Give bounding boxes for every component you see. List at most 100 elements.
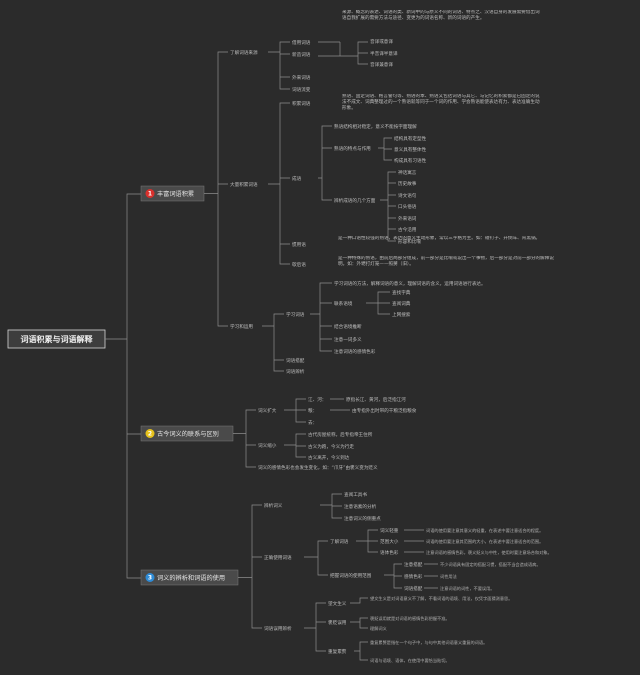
b1-use-item-1: 注意一词多义	[334, 336, 362, 343]
b1-use-item-2: 注意词语的感情色彩	[334, 348, 376, 355]
b1-method-2: 音译兼意译	[370, 61, 393, 68]
b1-accum-chengyu: 成语	[292, 175, 302, 182]
b1-accum-xiehou: 歇后语	[292, 261, 306, 268]
b2-note: 词义的感情色彩也会发生变化，如：“爪牙”由褒义变为贬义	[258, 464, 378, 471]
b1-chengyu-item-1: 意义具有整体性	[394, 146, 427, 153]
branch-3-node[interactable]: 3 词义的辨析和词语的使用	[140, 569, 239, 586]
b3-b-scope: 范围大小	[380, 538, 399, 545]
badge-1	[145, 189, 155, 198]
b1-use-study: 学习词语	[286, 311, 305, 318]
b1-src-change: 词语流变	[292, 86, 311, 93]
b3-c-note-0: 望文生义是对词语意义不了解，不看词语的语境、用法，仅凭字面猜测意思。	[370, 595, 512, 602]
b3-c-sentiment: 褒贬误用	[328, 619, 347, 626]
connector	[268, 41, 290, 90]
b1-use-group-1: 查阅词典	[392, 300, 411, 307]
b1-accum-subtitle: 熟语的特点与作用	[334, 145, 371, 152]
connector	[318, 41, 368, 65]
b3-a-note-0: 查阅工具书	[344, 491, 367, 498]
b3-a-understand: 理解词义	[370, 625, 388, 632]
branch-2-label: 古今词义的联系与区别	[157, 430, 219, 438]
b3-c-literal: 望文生义	[328, 600, 347, 607]
b1-method-1: 半音译半意译	[370, 50, 398, 57]
badge-3	[145, 573, 155, 582]
connector	[384, 563, 402, 589]
b3-b-understand: 了解词语	[330, 538, 349, 545]
b2-a-term-0: 江、河：	[308, 396, 326, 403]
b1-accum-desc1: 熟语、固定词语、格言警句等、熟语的本、熟语又包括词语与其它、与记忆的积累都是已固…	[342, 94, 540, 111]
b1-src-new: 新造词语	[292, 51, 311, 58]
b3-l2-correct-use: 正确使用词语	[264, 554, 292, 561]
b1-chengyu-src-5: 古今沿用	[398, 226, 417, 233]
b3-c-note-1: 褒贬误用就是对词语的感情色彩把握不准。	[370, 615, 450, 622]
connector	[424, 563, 438, 589]
b1-l2-accumulate: 大量积累词语	[230, 181, 258, 188]
b1-use-distinguish: 词语辨析	[286, 368, 305, 375]
b1-chengyu-item-0: 结构具有定型性	[394, 135, 427, 142]
branch-1-node[interactable]: 1 丰富词语积累	[140, 185, 205, 202]
b1-src-desc: 来源、概念的表述、词语的类、新词中的与原义不同的词语、特点之、汉语自身的发展需要…	[342, 10, 540, 21]
b3-b-range: 把握词语的使用范围	[330, 572, 372, 579]
b3-b-emotion: 感情色彩	[404, 573, 423, 580]
b3-b-collocation: 注意搭配	[404, 561, 423, 568]
b1-chengyu-src-4: 外来语词	[398, 215, 417, 222]
b2-l2-shrink: 词义缩小	[258, 442, 277, 449]
connector	[262, 313, 284, 372]
connector	[284, 398, 306, 423]
b1-accum-subdesc: 熟语结构相对稳定，意义不能按字面理解	[334, 123, 417, 130]
b2-c-def-1: 古义离开，今义到达	[308, 454, 350, 461]
b1-chengyu-src-0: 神话寓言	[398, 169, 417, 176]
b1-use-context: 联系语境	[334, 300, 353, 307]
b3-b-note-2: 注意词语的感情色彩，褒义贬义与中性，使用时要注意场合和对象。	[426, 549, 552, 556]
branch-3-label: 词义的辨析和词语的使用	[157, 574, 225, 582]
b3-b-pairing: 词语搭配	[404, 585, 423, 592]
b3-b-note-1: 词语的使用要注意其范围的大小，在表述中要注意适合的范围。	[426, 538, 543, 545]
connector	[320, 493, 342, 519]
branch-1-label: 丰富词语积累	[157, 190, 194, 198]
b3-b-note-4: 注意词语的词性，不要误用。	[440, 585, 494, 592]
badge-2	[145, 429, 155, 438]
b1-src-borrow: 借用词语	[292, 39, 311, 46]
connector	[304, 540, 328, 576]
b2-l2-expand: 词义扩大	[258, 407, 277, 414]
b2-c-def-0: 古义为跑，今义为行走	[308, 443, 354, 450]
b1-accum-collect: 积累词语	[292, 100, 311, 107]
b1-l2-source: 了解词语来源	[230, 49, 258, 56]
b2-a-term-1: 粮：	[308, 407, 317, 414]
b1-chengyu-src-2: 诗文语句	[398, 192, 417, 199]
svg-text:3: 3	[148, 575, 152, 582]
b1-accum-guanyong: 惯用语	[292, 241, 306, 248]
root-node[interactable]: 词语积累与词语解释	[7, 329, 106, 349]
connector	[105, 193, 141, 579]
b1-guanyong-desc: 是一种口语性较强的熟语，表达的意义生动形象，常以三字格为主。如：碰钉子、开倒车、…	[338, 236, 540, 241]
branch-2-node[interactable]: 2 古今词义的联系与区别	[140, 425, 234, 442]
connector	[330, 398, 350, 411]
svg-text:1: 1	[148, 191, 152, 198]
b3-l2-distinguish: 辨析词义	[264, 502, 283, 509]
b1-use-group-2: 上网搜索	[392, 311, 411, 318]
b2-c-term-1: 去：	[308, 419, 317, 426]
b3-l2-misuse: 词语误用辨析	[264, 625, 292, 632]
connector	[284, 433, 306, 458]
b1-use-group-0: 查找字典	[392, 289, 411, 296]
connector	[304, 602, 326, 652]
b3-b-pos: 词性用法	[440, 573, 457, 580]
b1-l2-use: 学习和运用	[230, 323, 253, 330]
connector	[238, 504, 262, 629]
b3-a-note-2: 注意词义的侧重点	[344, 515, 381, 522]
b1-src-foreign: 外来词语	[292, 74, 311, 81]
b1-method-0: 音译或意译	[370, 38, 393, 45]
connector	[356, 529, 378, 553]
connector	[378, 137, 392, 161]
connector	[233, 409, 256, 468]
b3-c-note-3: 词语与语境、语体，在使用中要恰当贴切。	[370, 657, 450, 664]
b3-b-note-3: 不少词语具有固定的搭配习惯，搭配不当会造成语病。	[440, 561, 541, 568]
b3-b-weight: 词义轻重	[380, 527, 399, 534]
connector	[366, 291, 390, 315]
b1-chengyu-src-1: 历史故事	[398, 180, 417, 187]
connector	[268, 102, 290, 265]
b2-b-def: 古代房屋统称，后专指帝王住所	[308, 431, 373, 438]
b1-chengyu-note: 辨析成语的几个方面	[334, 197, 376, 204]
root-label: 词语积累与词语解释	[21, 334, 94, 344]
b3-b-style: 语体色彩	[380, 549, 399, 556]
